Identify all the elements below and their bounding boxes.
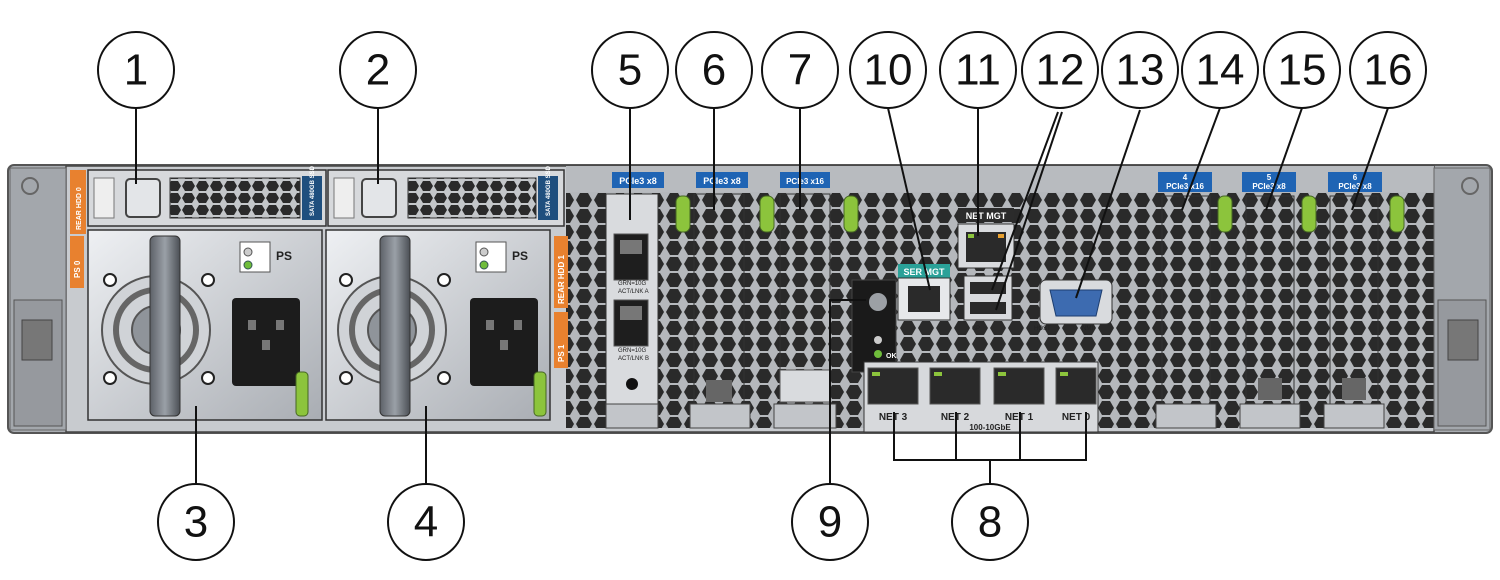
svg-text:2: 2 [366, 46, 390, 95]
slot6-number: 6 [1353, 173, 1358, 182]
svg-text:15: 15 [1278, 46, 1327, 95]
svg-text:3: 3 [184, 498, 208, 547]
ser-mgt-port[interactable]: SER MGT [897, 264, 951, 321]
pcie-slot-2-filler[interactable] [675, 193, 775, 429]
net-mgt-label: NET MGT [966, 211, 1007, 221]
callout-6: 6 [675, 31, 753, 109]
grn-b-label: GRN=10G [618, 348, 647, 354]
net0-label: NET 0 [1062, 412, 1091, 423]
ps1-status-leds: PS [475, 241, 528, 273]
leader-lines [135, 107, 1389, 484]
pcie-slot-3-filler[interactable] [773, 193, 859, 429]
svg-text:16: 16 [1364, 46, 1413, 95]
svg-text:7: 7 [788, 46, 812, 95]
ps0-tab: PS 0 [70, 236, 84, 288]
ps1-tab: PS 1 [554, 312, 568, 368]
svg-text:5: 5 [618, 46, 642, 95]
callout-3: 3 [157, 483, 235, 561]
slot2-label: PCIe3 x8 [703, 176, 741, 186]
svg-text:9: 9 [818, 498, 842, 547]
ps1-ps-label: PS [512, 249, 528, 263]
pcie-slot-1-card[interactable]: GRN=10G ACT/LNK A GRN=10G ACT/LNK B [605, 193, 659, 429]
vga-port[interactable]: SP HOST NMI [972, 279, 1113, 332]
pcie-slot-6-filler[interactable] [1323, 195, 1405, 429]
slot5-number: 5 [1267, 173, 1272, 182]
net0-port[interactable]: NET 0 [1055, 367, 1097, 423]
svg-text:6: 6 [702, 46, 726, 95]
pcie-slot-4-filler[interactable] [1155, 195, 1233, 429]
ps1-label: PS 1 [557, 344, 566, 362]
callout-7: 7 [761, 31, 839, 109]
host-label: HOST [1034, 326, 1051, 332]
callout-4: 4 [387, 483, 465, 561]
left-rack-ear [9, 167, 67, 431]
svg-text:4: 4 [414, 498, 438, 547]
callout-2: 2 [339, 31, 417, 109]
ps0-label: PS 0 [73, 260, 82, 278]
net2-port[interactable]: NET 2 [929, 367, 981, 423]
callout-10: 10 [849, 31, 927, 109]
svg-text:14: 14 [1196, 46, 1245, 95]
svg-text:1: 1 [124, 46, 148, 95]
net-mgt-port[interactable]: NET MGT [957, 208, 1015, 269]
callout-8: 8 [951, 483, 1029, 561]
ps0-ps-label: PS [276, 249, 292, 263]
svg-text:8: 8 [978, 498, 1002, 547]
power-supply-1[interactable]: PS [325, 229, 551, 421]
callout-9: 9 [791, 483, 869, 561]
ok-label: OK [886, 353, 897, 360]
rear-hdd-0-label: REAR HDD 0 [76, 187, 83, 230]
sp-label: SP [972, 326, 980, 332]
rear-hdd-1-label: REAR HDD 1 [557, 255, 566, 304]
callout-5: 5 [591, 31, 669, 109]
callout-14: 14 [1181, 31, 1259, 109]
ps0-status-leds: PS [239, 241, 292, 273]
callout-13: 13 [1101, 31, 1179, 109]
ser-mgt-label: SER MGT [903, 267, 945, 277]
slot5-label: PCIe3 x8 [1252, 182, 1286, 191]
slot4-label: PCIe3 x16 [1166, 182, 1204, 191]
rear-hdd-0-tab: REAR HDD 0 [70, 170, 86, 234]
system-status-panel: OK [851, 279, 897, 373]
slot1-label: PCIe3 x8 [619, 176, 657, 186]
callout-15: 15 [1263, 31, 1341, 109]
sata-label-b: SATA 480GB SSD [546, 165, 552, 216]
svg-text:10: 10 [864, 46, 913, 95]
power-supply-0[interactable]: PS [87, 229, 323, 421]
slot3-label: PCIe3 x16 [786, 177, 824, 186]
callout-16: 16 [1349, 31, 1427, 109]
grn-a-label: GRN=10G [618, 281, 647, 287]
act-b-label: ACT/LNK B [618, 356, 649, 362]
rear-hdd-1-tab: REAR HDD 1 [554, 236, 568, 308]
speed-label: 100-10GbE [969, 423, 1011, 432]
sata-label-a: SATA 480GB SSD [310, 165, 316, 216]
rear-drive-1[interactable]: SATA 480GB SSD [327, 165, 565, 227]
rear-drive-0[interactable]: SATA 480GB SSD [87, 165, 327, 227]
callout-1: 1 [97, 31, 175, 109]
act-a-label: ACT/LNK A [618, 289, 649, 295]
svg-text:13: 13 [1116, 46, 1165, 95]
callout-11: 11 [939, 31, 1017, 109]
slot4-number: 4 [1183, 173, 1188, 182]
svg-text:12: 12 [1036, 46, 1085, 95]
network-ports: NET 3 NET 2 NET 1 NET 0 100-10GbE [863, 361, 1099, 433]
callout-12: 12 [1021, 31, 1099, 109]
svg-text:11: 11 [955, 46, 1001, 95]
nmi-label: NMI [1082, 326, 1093, 332]
pcie-slot-labels: PCIe3 x8 PCIe3 x8 PCIe3 x16 4 PCIe3 x16 … [612, 172, 1382, 192]
slot6-label: PCIe3 x8 [1338, 182, 1372, 191]
right-rack-ear [1433, 167, 1491, 431]
